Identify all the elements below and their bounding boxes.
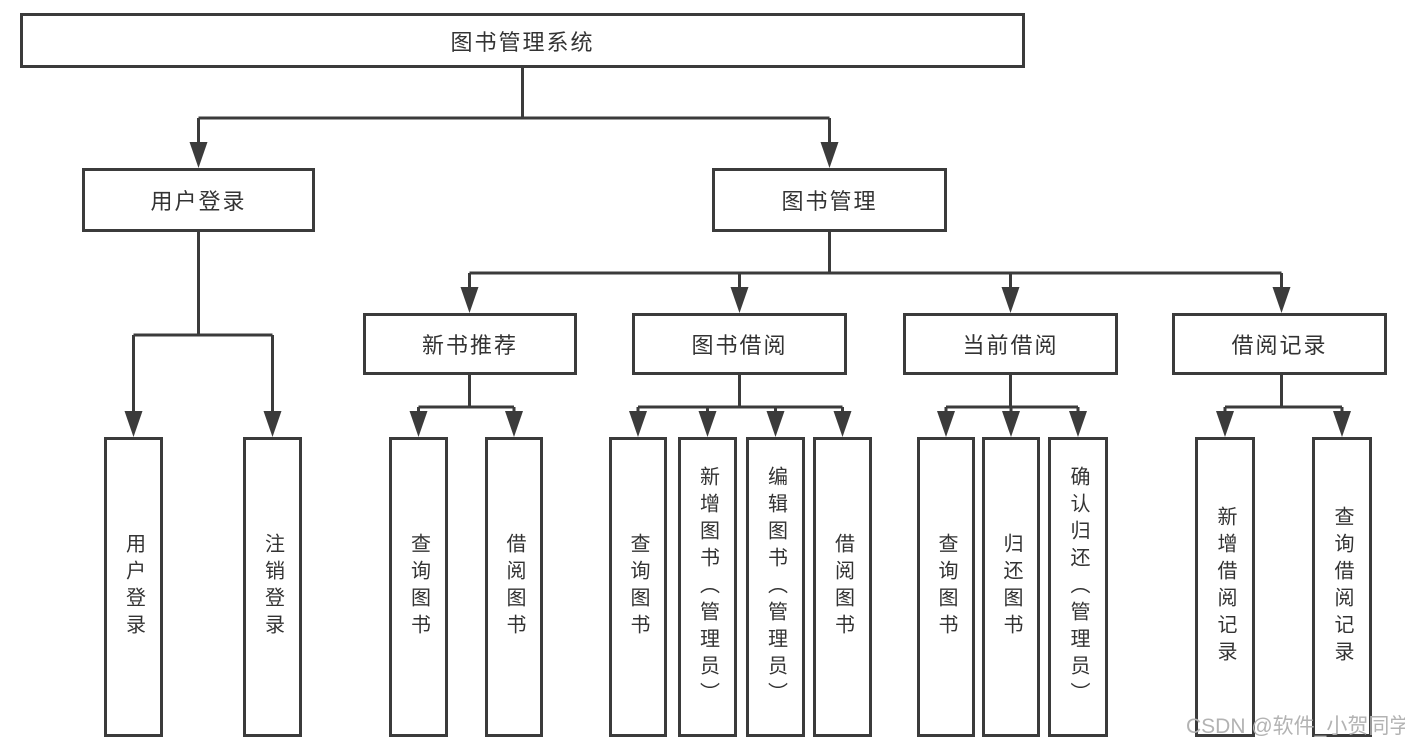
leaf-user-login-label: 用户登录 [122,533,145,641]
leaf-query-books-borrowing-label: 查询图书 [627,533,649,641]
arrowhead [833,411,852,437]
arrowhead [189,142,208,168]
leaf-borrow-books-recommend-label: 借阅图书 [503,533,525,641]
leaf-user-login: 用户登录 [104,437,163,737]
arrowhead [766,411,785,437]
leaf-confirm-return-admin: 确认归还（管理员） [1048,437,1108,737]
arrowhead [1069,411,1087,437]
arrowhead [698,411,717,437]
leaf-return-books-label: 归还图书 [1000,533,1022,641]
node-current-borrowing-label: 当前借阅 [962,333,1059,358]
leaf-logout-label: 注销登录 [261,533,284,641]
leaf-query-books-recommend-label: 查询图书 [407,533,430,641]
arrowhead [1272,287,1291,313]
leaf-add-books-admin: 新增图书（管理员） [678,437,737,737]
node-root: 图书管理系统 [20,13,1025,68]
arrowhead [730,287,749,313]
node-new-book-recommend: 新书推荐 [363,313,577,375]
arrowhead [937,411,955,437]
node-book-management-label: 图书管理 [781,189,878,214]
leaf-return-books: 归还图书 [982,437,1040,737]
arrowhead [1216,411,1234,437]
arrowhead [1333,411,1351,437]
arrowhead [1001,287,1020,313]
arrowhead [460,287,479,313]
node-book-management: 图书管理 [712,168,947,232]
leaf-logout: 注销登录 [243,437,302,737]
arrowhead [629,411,647,437]
arrowhead [263,411,282,437]
csdn-watermark: CSDN @软件_小贺同学 [1186,715,1405,738]
leaf-query-books-current-label: 查询图书 [935,533,957,641]
node-current-borrowing: 当前借阅 [903,313,1118,375]
leaf-query-borrow-record-label: 查询借阅记录 [1331,506,1353,668]
leaf-add-borrow-record: 新增借阅记录 [1195,437,1255,737]
leaf-edit-books-admin: 编辑图书（管理员） [746,437,805,737]
node-user-login: 用户登录 [82,168,315,232]
leaf-edit-books-admin-label: 编辑图书（管理员） [764,465,787,709]
node-book-borrowing: 图书借阅 [632,313,847,375]
arrowhead [1002,411,1020,437]
node-borrowing-records-label: 借阅记录 [1231,333,1328,358]
node-user-login-label: 用户登录 [150,189,247,214]
arrowhead [505,411,523,437]
node-new-book-recommend-label: 新书推荐 [421,333,518,358]
leaf-add-borrow-record-label: 新增借阅记录 [1214,506,1236,668]
leaf-query-borrow-record: 查询借阅记录 [1312,437,1372,737]
leaf-add-books-admin-label: 新增图书（管理员） [696,465,719,709]
leaf-query-books-current: 查询图书 [917,437,975,737]
leaf-borrow-books-borrowing-label: 借阅图书 [831,533,854,641]
arrowhead [409,411,428,437]
leaf-borrow-books-borrowing: 借阅图书 [813,437,872,737]
arrowhead [124,411,143,437]
leaf-confirm-return-admin-label: 确认归还（管理员） [1067,465,1089,709]
node-root-label: 图书管理系统 [450,29,595,55]
node-borrowing-records: 借阅记录 [1172,313,1387,375]
leaf-query-books-recommend: 查询图书 [389,437,448,737]
arrowhead [820,142,839,168]
node-book-borrowing-label: 图书借阅 [691,333,788,358]
leaf-query-books-borrowing: 查询图书 [609,437,667,737]
leaf-borrow-books-recommend: 借阅图书 [485,437,543,737]
